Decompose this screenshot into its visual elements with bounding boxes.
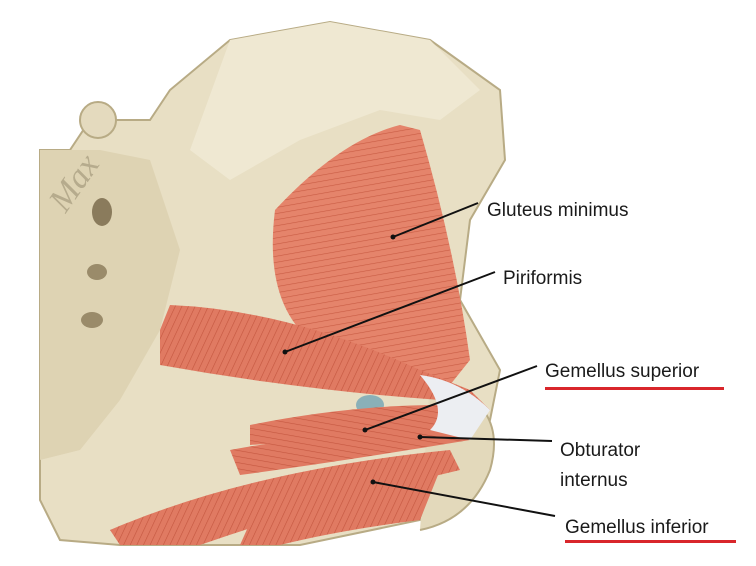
underline-gemellus-superior [545,387,724,390]
underline-gemellus-inferior [565,540,736,543]
label-gemellus-superior: Gemellus superior [545,361,700,382]
leader-lines [284,202,556,517]
label-obturator-internus-line2: internus [560,470,628,491]
gemellus-superior-muscle [250,405,470,445]
label-obturator-internus-line1: Obturator [560,440,641,461]
obturator-internus-muscle [230,425,470,475]
label-piriformis: Piriformis [503,268,583,289]
piriformis-muscle [160,305,490,410]
label-gluteus-minimus: Gluteus minimus [487,200,629,221]
label-gemellus-inferior: Gemellus inferior [565,517,709,538]
gluteus-minimus-muscle [272,125,470,385]
tendon [420,375,490,440]
